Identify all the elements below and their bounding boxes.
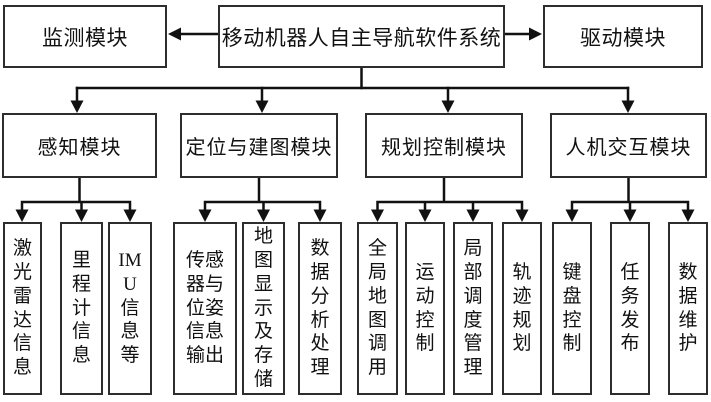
box-module-localization-mapping: 定位与建图模块 [180, 113, 338, 178]
connector-paths [20, 32, 690, 212]
box-module-hmi: 人机交互模块 [550, 113, 707, 178]
data-analysis-label: 数据分析处理 [310, 237, 330, 379]
box-module-planning-control: 规划控制模块 [365, 113, 523, 178]
module-perception-label: 感知模块 [37, 137, 122, 159]
odometry-info-label: 里程计信息 [71, 249, 91, 367]
box-task-publish: 任务发布 [610, 222, 650, 395]
motion-control-label: 运动控制 [415, 261, 435, 355]
box-drive-module: 驱动模块 [543, 5, 703, 68]
data-maintenance-label: 数据维护 [678, 261, 698, 355]
module-localization-mapping-label: 定位与建图模块 [185, 137, 333, 159]
box-data-maintenance: 数据维护 [668, 222, 708, 395]
arrowhead-right [529, 27, 542, 41]
drive-module-label: 驱动模块 [580, 25, 666, 50]
module-planning-control-label: 规划控制模块 [381, 137, 507, 159]
imu-info-label: IMU信息等 [118, 249, 142, 367]
monitor-module-label: 监测模块 [42, 25, 128, 50]
local-scheduling-label: 局部调度管理 [463, 237, 483, 379]
laser-radar-info-label: 激光雷达信息 [12, 237, 32, 379]
box-data-analysis: 数据分析处理 [298, 222, 342, 395]
trajectory-planning-label: 轨迹规划 [512, 261, 532, 355]
box-root-title: 移动机器人自主导航软件系统 [218, 5, 505, 68]
module-hmi-label: 人机交互模块 [565, 137, 692, 159]
box-imu-info: IMU信息等 [108, 222, 152, 395]
task-publish-label: 任务发布 [620, 261, 640, 355]
root-title-label: 移动机器人自主导航软件系统 [221, 25, 502, 50]
box-keyboard-control: 键盘控制 [552, 222, 592, 395]
box-trajectory-planning: 轨迹规划 [502, 222, 542, 395]
box-odometry-info: 里程计信息 [60, 222, 103, 395]
box-sensor-pose-output: 传感器与位姿信息输出 [173, 222, 237, 395]
box-laser-radar-info: 激光雷达信息 [3, 222, 42, 395]
global-map-call-label: 全局地图调用 [367, 237, 387, 379]
box-motion-control: 运动控制 [405, 222, 445, 395]
box-map-display-storage: 地图显示及存储 [242, 222, 285, 395]
box-local-scheduling: 局部调度管理 [453, 222, 493, 395]
arrowhead-left [168, 27, 181, 41]
box-module-perception: 感知模块 [2, 113, 157, 178]
keyboard-control-label: 键盘控制 [562, 261, 582, 355]
sensor-pose-output-label: 传感器与位姿信息输出 [185, 249, 224, 367]
box-monitor-module: 监测模块 [3, 5, 167, 68]
arrowheads [15, 27, 695, 222]
box-global-map-call: 全局地图调用 [357, 222, 398, 395]
map-display-storage-label: 地图显示及存储 [253, 225, 273, 391]
